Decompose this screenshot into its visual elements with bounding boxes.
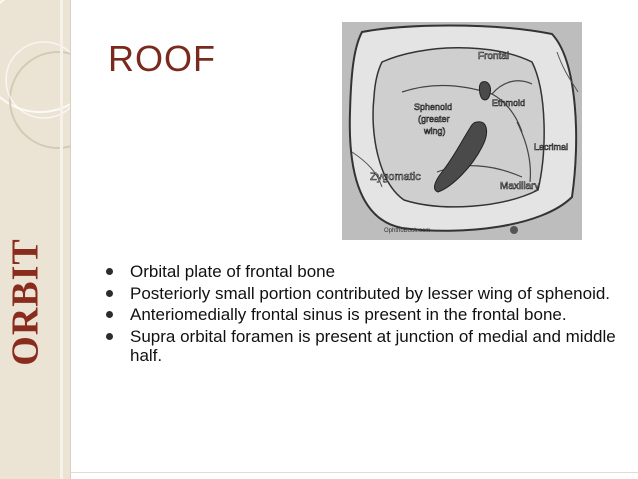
label-sphenoid-2: (greater — [418, 114, 450, 124]
sidebar-title: ORBIT — [2, 232, 50, 372]
foramen-dot — [510, 226, 518, 234]
sidebar-band: ORBIT — [0, 0, 71, 479]
bullet-text: Supra orbital foramen is present at junc… — [130, 326, 616, 366]
bullet-dot-icon — [106, 289, 113, 297]
bullet-item: Posteriorly small portion contributed by… — [100, 284, 620, 304]
watermark: OphthoBook.com — [384, 228, 430, 234]
bullet-dot-icon — [106, 311, 113, 318]
orbit-diagram: Frontal Sphenoid (greater wing) Ethmoid … — [342, 22, 582, 240]
bullet-dot-icon — [106, 332, 113, 340]
label-zygomatic: Zygomatic — [370, 171, 421, 183]
bullet-item: Supra orbital foramen is present at junc… — [100, 327, 620, 366]
label-ethmoid: Ethmoid — [492, 98, 525, 108]
orbit-cavity — [372, 47, 545, 208]
bullet-text: Anteriomedially frontal sinus is present… — [130, 305, 567, 324]
bullet-list: Orbital plate of frontal bone Posteriorl… — [100, 262, 620, 368]
label-sphenoid-3: wing) — [423, 126, 446, 136]
decorative-circles — [0, 0, 70, 149]
slide-title: ROOF — [108, 38, 216, 79]
label-maxillary: Maxillary — [500, 181, 539, 192]
label-frontal: Frontal — [478, 51, 509, 62]
bullet-item: Orbital plate of frontal bone — [100, 262, 620, 282]
sidebar-title-text: ORBIT — [5, 238, 48, 366]
orbit-roof-figure: Frontal Sphenoid (greater wing) Ethmoid … — [342, 22, 582, 240]
inferior-fissure-mark — [434, 121, 488, 193]
superior-fissure-mark — [478, 81, 491, 101]
sidebar-stripe — [60, 0, 63, 479]
bullet-text: Orbital plate of frontal bone — [130, 262, 336, 281]
footer-divider — [70, 472, 638, 473]
label-lacrimal: Lacrimal — [534, 142, 568, 152]
label-sphenoid-1: Sphenoid — [414, 102, 452, 112]
bullet-item: Anteriomedially frontal sinus is present… — [100, 305, 620, 325]
bullet-dot-icon — [106, 268, 113, 275]
bullet-text: Posteriorly small portion contributed by… — [130, 283, 611, 303]
